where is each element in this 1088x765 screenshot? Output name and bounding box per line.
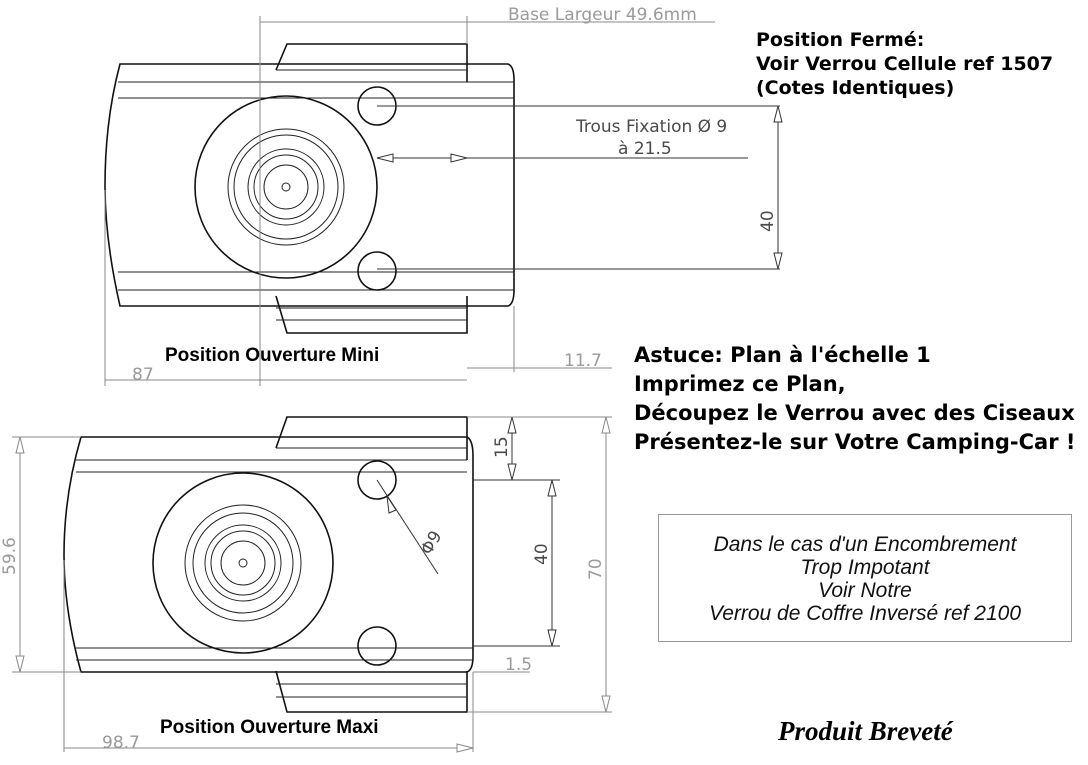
mini-hole-bottom: [357, 251, 397, 291]
tip-line-4: Présentez-le sur Votre Camping-Car !: [634, 430, 1076, 454]
maxi-dimensions: [12, 416, 612, 753]
dim-phi-9: Φ9: [417, 528, 446, 559]
dim-15: 15: [492, 436, 512, 458]
dim-holes-spacing: à 21.5: [618, 139, 672, 159]
maxi-bar-top: [275, 416, 468, 460]
closed-note-line-1: Position Fermé:: [756, 29, 925, 51]
maxi-body: [63, 436, 474, 673]
mini-bar-bottom: [275, 295, 468, 334]
tip-line-2: Imprimez ce Plan,: [634, 372, 846, 396]
dim-11-7: 11.7: [564, 351, 602, 371]
dim-mini-40: 40: [758, 210, 778, 232]
closed-position-note: Position Fermé: Voir Verrou Cellule ref …: [756, 28, 1053, 100]
encombrement-note-box: Dans le cas d'un Encombrement Trop Impot…: [658, 514, 1072, 642]
caption-maxi: Position Ouverture Maxi: [160, 717, 379, 738]
mini-body: [104, 63, 515, 307]
dim-59-6: 59.6: [0, 537, 20, 575]
dim-holes-label: Trous Fixation Ø 9: [575, 117, 727, 137]
closed-note-line-2: Voir Verrou Cellule ref 1507: [756, 53, 1054, 75]
scale-tip-note: Astuce: Plan à l'échelle 1 Imprimez ce P…: [634, 341, 1075, 457]
maxi-hole-bottom: [357, 626, 397, 666]
dim-87: 87: [132, 365, 154, 385]
enc-line-2: Trop Impotant: [800, 556, 930, 579]
tip-line-1: Astuce: Plan à l'échelle 1: [634, 343, 931, 367]
dim-maxi-40: 40: [532, 543, 552, 565]
mini-bar-top: [275, 43, 468, 82]
patent-label: Produit Breveté: [778, 716, 953, 746]
enc-line-4: Verrou de Coffre Inversé ref 2100: [708, 602, 1022, 625]
dim-70: 70: [586, 558, 606, 580]
lock-view-mini: [104, 43, 515, 334]
closed-note-line-3: (Cotes Identiques): [756, 77, 955, 99]
enc-line-1: Dans le cas d'un Encombrement: [713, 533, 1017, 556]
enc-line-3: Voir Notre: [818, 579, 912, 602]
mini-cylinder-rim: [194, 95, 378, 279]
lock-view-maxi: [63, 416, 474, 713]
maxi-bar-bottom: [275, 670, 468, 713]
caption-mini: Position Ouverture Mini: [165, 345, 379, 366]
maxi-hole-top: [357, 460, 397, 500]
dim-1-5: 1.5: [505, 655, 532, 675]
tip-line-3: Découpez le Verrou avec des Ciseaux: [634, 401, 1075, 425]
dim-98-7: 98.7: [102, 733, 140, 753]
maxi-cylinder-rim: [152, 472, 334, 654]
dim-base-width: Base Largeur 49.6mm: [508, 5, 697, 25]
mini-dimensions: [104, 16, 783, 386]
